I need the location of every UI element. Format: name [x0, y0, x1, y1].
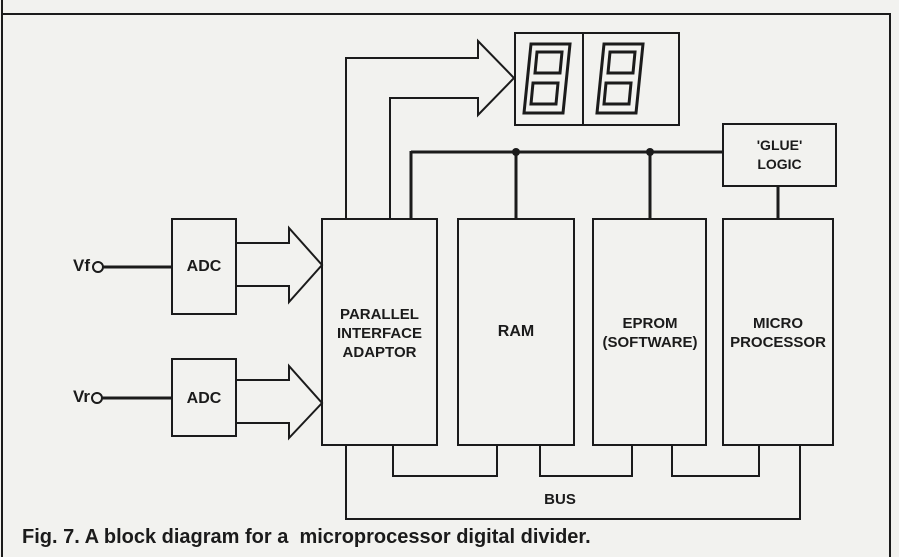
seven-segment-display [514, 32, 680, 126]
display-digit-2 [595, 42, 645, 115]
adc-bottom-to-pia-arrow [235, 363, 324, 441]
vr-terminal [91, 392, 103, 404]
upper-bus [409, 150, 780, 219]
eprom-label: EPROM (SOFTWARE) [602, 315, 698, 351]
adc-top-label: ADC [186, 258, 222, 275]
vf-terminal [92, 261, 104, 273]
display-digit-1 [522, 42, 572, 115]
vr-label: Vr [72, 387, 90, 406]
bus-junction-ram [512, 148, 520, 156]
microprocessor-label: MICRO PROCESSOR [730, 315, 826, 351]
pia-to-display-arrow [345, 38, 516, 219]
glue-logic-label: 'GLUE' LOGIC [756, 137, 803, 172]
adc-bottom-label: ADC [186, 390, 222, 407]
bus-junction-eprom [646, 148, 654, 156]
vf-label: Vf [73, 256, 90, 275]
pia-block [321, 218, 438, 446]
adc-top-to-pia-arrow [235, 225, 324, 305]
figure-caption: Fig. 7. A block diagram for a microproce… [22, 526, 591, 548]
bus-label: BUS [544, 491, 576, 508]
ram-label: RAM [497, 323, 535, 340]
pia-label: PARALLEL INTERFACE ADAPTOR [336, 306, 422, 361]
lower-bus [345, 445, 801, 520]
figure-frame-top [2, 13, 891, 557]
